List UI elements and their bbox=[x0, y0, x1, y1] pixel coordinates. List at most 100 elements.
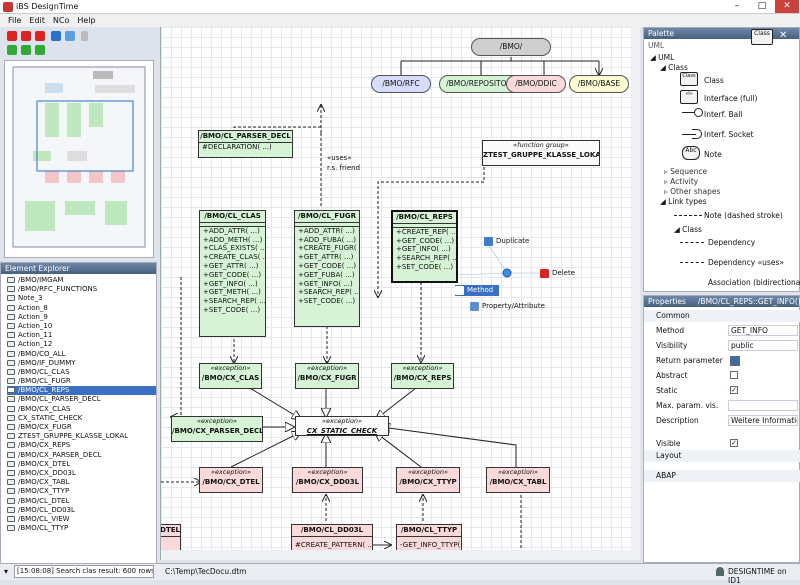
method-item[interactable]: +GET_CODE( ...) bbox=[298, 261, 357, 270]
method-item[interactable]: +GET_INFO( ...) bbox=[298, 279, 353, 288]
explorer-item[interactable]: Action_10 bbox=[7, 322, 156, 331]
explorer-item[interactable]: /BMO/CL_DTEL bbox=[7, 497, 156, 506]
palette-item-dependency[interactable]: Dependency bbox=[708, 238, 756, 247]
method-item[interactable]: +ADD_METH( ...) bbox=[203, 235, 263, 244]
explorer-item[interactable]: ZTEST_GRUPPE_KLASSE_LOKAL bbox=[7, 432, 156, 441]
menu-file[interactable]: File bbox=[8, 16, 22, 25]
exception-cx-dtel[interactable]: «exception»/BMO/CX_DTEL bbox=[199, 467, 263, 493]
explorer-item[interactable]: /BMO/CX_PARSER_DECL bbox=[7, 451, 156, 460]
property-value[interactable]: Weitere Information bbox=[728, 415, 798, 426]
explorer-item[interactable]: /BMO/CX_DTEL bbox=[7, 460, 156, 469]
pdf-icon[interactable] bbox=[7, 31, 17, 41]
explorer-item[interactable]: /BMO/CL_CLAS bbox=[7, 368, 156, 377]
save-icon[interactable] bbox=[51, 31, 61, 41]
palette-item-socket[interactable]: Interf. Socket bbox=[704, 130, 754, 139]
pdf-icon[interactable] bbox=[21, 31, 31, 41]
palette-item-association[interactable]: Association (bidirectional) bbox=[708, 278, 800, 287]
explorer-item[interactable]: /BMO/CL_PARSER_DECL bbox=[7, 395, 156, 404]
class-cl-reps[interactable]: /BMO/CL_REPS +CREATE_REP( ...)+GET_CODE(… bbox=[391, 210, 458, 283]
method-declaration[interactable]: #DECLARATION( ...) bbox=[202, 142, 272, 151]
class-cl-parser-decl[interactable]: /BMO/CL_PARSER_DECL #DECLARATION( ...) bbox=[198, 130, 293, 158]
palette-tree-other[interactable]: ▹ Other shapes bbox=[664, 187, 721, 196]
property-value[interactable]: GET_INFO bbox=[728, 325, 798, 336]
explorer-item[interactable]: /BMO/CL_VIEW bbox=[7, 515, 156, 524]
method-item[interactable]: +CREATE_CLAS( ...) bbox=[203, 253, 265, 262]
explorer-item[interactable]: Action_9 bbox=[7, 313, 156, 322]
exception-cx-tabl[interactable]: «exception»/BMO/CX_TABL bbox=[486, 467, 550, 493]
palette-item-ball[interactable]: Interf. Ball bbox=[704, 110, 743, 119]
explorer-item[interactable]: /BMO/CX_TTYP bbox=[7, 487, 156, 496]
method-item[interactable]: +GET_METH( ...) bbox=[203, 288, 261, 297]
method[interactable]: #CREATE_PATTERN( ...) bbox=[295, 540, 372, 549]
connection-handle[interactable] bbox=[502, 268, 512, 278]
method-item[interactable]: +CREATE_REP( ...) bbox=[396, 227, 456, 236]
palette-tree-links[interactable]: ◢ Link types bbox=[660, 197, 707, 206]
method-item[interactable]: +CLAS_EXISTS( ...) bbox=[203, 244, 265, 253]
property-value[interactable] bbox=[728, 400, 798, 411]
diagram-overview[interactable] bbox=[4, 60, 154, 258]
menu-help[interactable]: Help bbox=[77, 16, 96, 25]
exception-cx-reps[interactable]: «exception»/BMO/CX_REPS bbox=[391, 363, 454, 389]
horizontal-scrollbar[interactable] bbox=[161, 550, 631, 560]
method-item[interactable]: +GET_CODE( ...) bbox=[396, 236, 455, 245]
method-item[interactable]: +SET_CODE( ...) bbox=[396, 262, 454, 271]
section-common[interactable]: Common bbox=[644, 310, 800, 322]
property-checkbox[interactable]: ✓ bbox=[730, 439, 738, 447]
method-action[interactable]: Method bbox=[455, 285, 500, 296]
menu-nco[interactable]: NCo bbox=[52, 16, 70, 25]
explorer-item[interactable]: /BMO/CX_DD03L bbox=[7, 469, 156, 478]
package-root[interactable]: /BMO/ bbox=[471, 38, 551, 56]
menu-edit[interactable]: Edit bbox=[29, 16, 45, 25]
explorer-item[interactable]: CX_STATIC_CHECK bbox=[7, 414, 156, 423]
explorer-item[interactable]: Action_11 bbox=[7, 331, 156, 340]
vertical-scrollbar[interactable] bbox=[631, 27, 640, 560]
close-icon[interactable]: ✕ bbox=[779, 30, 788, 41]
open-icon[interactable] bbox=[7, 45, 17, 55]
method-item[interactable]: +GET_FUBA( ...) bbox=[298, 270, 355, 279]
palette-tree-class-links[interactable]: ◢ Class bbox=[674, 225, 702, 234]
exception-cx-clas[interactable]: «exception»/BMO/CX_CLAS bbox=[199, 363, 262, 389]
close-button[interactable]: ✕ bbox=[775, 0, 799, 13]
minimize-button[interactable]: – bbox=[734, 1, 740, 11]
property-checkbox[interactable] bbox=[730, 371, 738, 379]
method-item[interactable]: +SEARCH_REP( ...) bbox=[298, 288, 359, 297]
palette-tree-uml[interactable]: ◢ UML bbox=[650, 53, 675, 62]
function-group[interactable]: «function group» ZTEST_GRUPPE_KLASSE_LOK… bbox=[482, 140, 600, 166]
delete-action[interactable]: Delete bbox=[540, 268, 575, 279]
explorer-item[interactable]: /BMO/CX_FUGR bbox=[7, 423, 156, 432]
palette-tree-activity[interactable]: ▹ Activity bbox=[664, 177, 699, 186]
scroll-icon[interactable] bbox=[81, 31, 88, 41]
palette-tree-sequence[interactable]: ▹ Sequence bbox=[664, 167, 708, 176]
method-item[interactable]: +SEARCH_REP( ...) bbox=[203, 297, 265, 306]
explorer-item[interactable]: /BMO/CL_FUGR bbox=[7, 377, 156, 386]
property-checkbox[interactable]: ✓ bbox=[730, 386, 738, 394]
explorer-item[interactable]: /BMO/RFC_FUNCTIONS bbox=[7, 285, 156, 294]
image-icon[interactable] bbox=[65, 31, 75, 41]
method-item[interactable]: +GET_INFO( ...) bbox=[396, 245, 451, 254]
exception-cx-ttyp[interactable]: «exception»/BMO/CX_TTYP bbox=[396, 467, 460, 493]
package-ddic[interactable]: /BMO/DDIC bbox=[506, 75, 566, 93]
method-item[interactable]: +GET_INFO( ...) bbox=[203, 279, 258, 288]
palette-item-note-dashed[interactable]: Note (dashed stroke) bbox=[704, 211, 783, 220]
exception-cx-dd03l[interactable]: «exception»/BMO/CX_DD03L bbox=[292, 467, 363, 493]
explorer-item[interactable]: /BMO/CX_CLAS bbox=[7, 405, 156, 414]
property-action[interactable]: Property/Attribute bbox=[470, 301, 545, 312]
method-item[interactable]: +SET_CODE( ...) bbox=[203, 305, 261, 314]
explorer-item[interactable]: Note_3 bbox=[7, 294, 156, 303]
explorer-item[interactable]: Action_8 bbox=[7, 304, 156, 313]
palette-item-dependency-uses[interactable]: Dependency «uses» bbox=[708, 258, 784, 267]
palette-item-class[interactable]: Class bbox=[704, 76, 724, 85]
explorer-item[interactable]: Action_12 bbox=[7, 340, 156, 349]
method-item[interactable]: +SET_CODE( ...) bbox=[298, 297, 356, 306]
method-item[interactable]: +ADD_ATTR( ...) bbox=[298, 226, 355, 235]
method-item[interactable]: +ADD_ATTR( ...) bbox=[203, 226, 260, 235]
package-rfc[interactable]: /BMO/RFC bbox=[371, 75, 431, 93]
class-cl-clas[interactable]: /BMO/CL_CLAS +ADD_ATTR( ...)+ADD_METH( .… bbox=[199, 210, 266, 337]
method-item[interactable]: +GET_ATTR( ...) bbox=[203, 261, 259, 270]
section-abap[interactable]: ABAP bbox=[644, 470, 800, 482]
palette-item-interface[interactable]: Interface (full) bbox=[704, 94, 758, 103]
exception-cx-static-check[interactable]: «exception»CX_STATIC_CHECK bbox=[295, 416, 389, 436]
pdf-icon[interactable] bbox=[35, 31, 45, 41]
explorer-item[interactable]: /BMO/CL_TTYP bbox=[7, 524, 156, 533]
explorer-item[interactable]: /BMO/CX_TABL bbox=[7, 478, 156, 487]
